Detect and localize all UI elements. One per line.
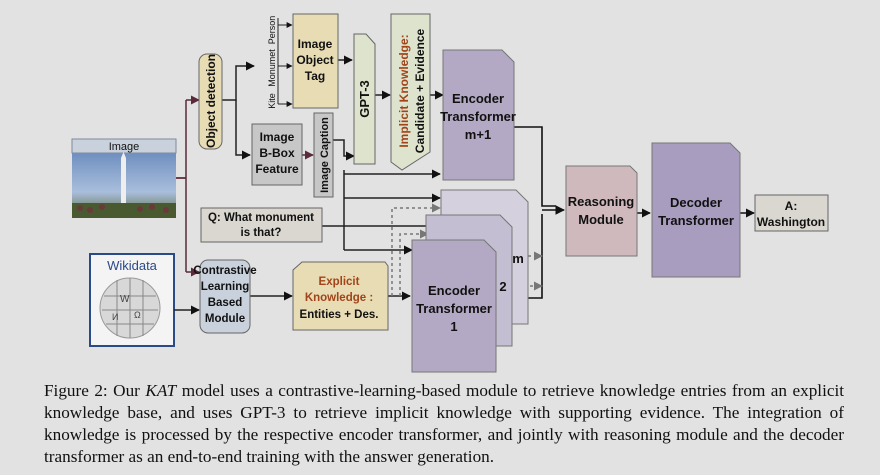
caption-body: model uses a contrastive-learning-based …	[44, 381, 845, 466]
tag-person: Person	[267, 16, 277, 45]
gpt3-label: GPT-3	[357, 80, 372, 118]
contrastive-module-block: Contrastive Learning Based Module	[193, 259, 257, 334]
implicit-knowledge-block: Implicit Knowledge: Candidate + Evidence	[390, 13, 431, 171]
svg-text:И: И	[112, 312, 118, 322]
explicit-knowledge-line1: Explicit	[319, 276, 360, 288]
image-object-tag-line2: Object	[296, 53, 333, 67]
object-tags: Person Monumet Kite	[267, 16, 293, 109]
image-input: Image	[71, 138, 177, 218]
encoder-top-line2: Transformer	[440, 109, 516, 124]
contrastive-line3: Based	[208, 297, 243, 309]
wikipedia-globe-icon: W Ω И	[99, 277, 161, 339]
answer-block: A: Washington	[754, 194, 829, 232]
bbox-feature-line1: Image	[260, 130, 295, 144]
figure-caption: Figure 2: Our KAT model uses a contrasti…	[44, 380, 844, 468]
wikidata-input: Wikidata W Ω И	[89, 253, 175, 347]
bbox-feature-line2: B-Box	[259, 146, 295, 160]
answer-line2: Washington	[757, 215, 825, 229]
encoder-top-line1: Encoder	[452, 91, 504, 106]
encoder-stack-label-2: 2	[499, 279, 506, 294]
reasoning-line2: Module	[578, 212, 624, 227]
encoder-1-block	[411, 239, 497, 373]
encoder-1-line3: 1	[450, 319, 457, 334]
encoder-top-line3: m+1	[465, 127, 491, 142]
implicit-knowledge-title: Implicit Knowledge:	[397, 34, 411, 147]
image-object-tag-line1: Image	[298, 37, 333, 51]
tag-monument: Monumet	[267, 49, 277, 87]
contrastive-line4: Module	[205, 313, 245, 325]
explicit-knowledge-block: Explicit Knowledge : Entities + Des.	[292, 261, 389, 331]
implicit-knowledge-detail: Candidate + Evidence	[413, 28, 427, 153]
bbox-feature-block: Image B-Box Feature	[251, 123, 303, 186]
explicit-knowledge-line3: Entities + Des.	[300, 309, 379, 321]
svg-text:Ω: Ω	[134, 310, 141, 320]
kat-architecture-diagram: Image Wikidata W Ω И	[71, 13, 829, 373]
object-detection-label: Object detection	[204, 54, 218, 148]
caption-model-name: KAT	[145, 381, 177, 400]
reasoning-line1: Reasoning	[568, 194, 635, 209]
svg-text:W: W	[120, 294, 130, 305]
explicit-knowledge-line2: Knowledge :	[305, 292, 373, 304]
encoder-stack: m 2 Encoder Transformer 1	[411, 189, 529, 373]
question-block: Q: What monument is that?	[200, 207, 323, 243]
contrastive-line1: Contrastive	[193, 265, 256, 277]
encoder-m-plus-1-block: Encoder Transformer m+1	[440, 49, 516, 181]
encoder-1-line1: Encoder	[428, 283, 480, 298]
image-object-tag-block: Image Object Tag	[292, 13, 339, 109]
question-line2: is that?	[241, 227, 282, 239]
tag-kite: Kite	[267, 93, 277, 109]
question-line1: Q: What monument	[208, 212, 314, 224]
encoder-1-line2: Transformer	[416, 301, 492, 316]
connectors	[174, 55, 755, 315]
object-detection-block: Object detection	[198, 53, 223, 150]
image-caption-block: Image Caption	[313, 112, 334, 198]
contrastive-line2: Learning	[201, 281, 250, 293]
reasoning-module-block: Reasoning Module	[565, 165, 638, 257]
caption-prefix: Figure 2: Our	[44, 381, 140, 400]
decoder-line2: Transformer	[658, 213, 734, 228]
image-object-tag-line3: Tag	[305, 69, 325, 83]
decoder-line1: Decoder	[670, 195, 722, 210]
encoder-stack-label-m: m	[512, 251, 524, 266]
wikidata-label: Wikidata	[107, 258, 158, 273]
image-label: Image	[109, 141, 140, 153]
answer-line1: A:	[785, 199, 798, 213]
decoder-block: Decoder Transformer	[651, 142, 741, 278]
bbox-feature-line3: Feature	[255, 162, 299, 176]
image-caption-label: Image Caption	[319, 117, 331, 193]
gpt3-block: GPT-3	[353, 33, 376, 165]
